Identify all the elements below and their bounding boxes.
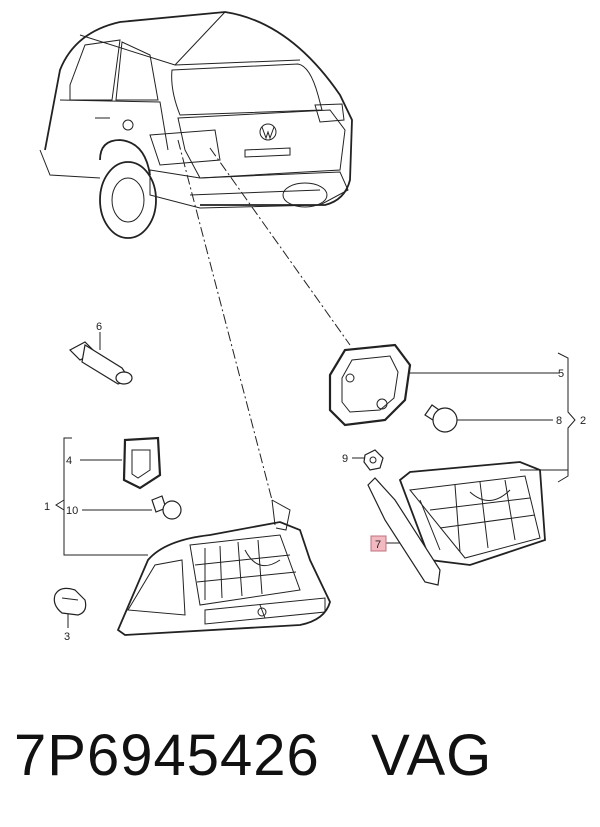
callout-7-highlight: [370, 535, 387, 552]
inner-tail-lamp: [398, 461, 568, 566]
callout-1: 1: [44, 501, 50, 513]
callout-5: 5: [558, 368, 564, 380]
leader-line-left: [177, 139, 273, 501]
part-6-bulb-holder: [69, 332, 133, 385]
callout-6: 6: [96, 321, 102, 333]
callout-2: 2: [580, 415, 586, 427]
part-10-bulb: [82, 495, 182, 520]
part-9-nut: [352, 449, 384, 471]
exploded-parts-diagram: 6 4 1 10 3 5 8 2 9 7: [39, 11, 586, 643]
brand-name: VAG: [371, 723, 493, 788]
callout-10: 10: [66, 505, 78, 517]
part-number: 7P6945426: [14, 723, 320, 788]
part-4-gasket: [80, 436, 162, 490]
callout-3: 3: [64, 631, 70, 643]
part-7-trim: [367, 477, 441, 586]
part-8-bulb: [424, 404, 553, 433]
part-3-cap: [53, 587, 87, 628]
callout-9: 9: [342, 453, 348, 465]
vehicle-illustration: [39, 11, 353, 239]
callout-8: 8: [556, 415, 562, 427]
outer-tail-lamp: [116, 499, 331, 636]
part-number-caption: 7P6945426 VAG: [14, 722, 492, 789]
group-2-bracket: [557, 352, 576, 483]
callout-4: 4: [66, 455, 72, 467]
group-1-bracket: [63, 437, 148, 556]
leader-line-right: [209, 147, 351, 346]
callout-7: 7: [375, 539, 381, 551]
part-5-gasket: [328, 343, 560, 427]
